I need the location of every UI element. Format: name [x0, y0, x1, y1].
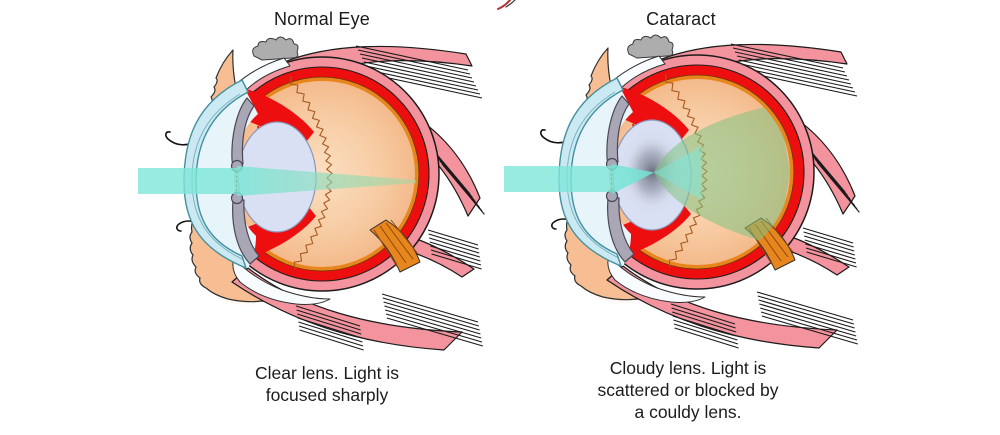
caption-line: Cloudy lens. Light is	[609, 358, 767, 378]
caption-line: Clear lens. Light is	[255, 363, 399, 383]
light-beam-normal	[138, 166, 416, 196]
cataract-eye-figure	[504, 35, 859, 348]
caption-line: focused sharply	[265, 385, 389, 405]
scattered-light-cone	[654, 104, 790, 246]
cataract-caption: Cloudy lens. Light is scattered or block…	[573, 357, 803, 423]
lens-cloud	[619, 128, 685, 216]
caption-line: scattered or blocked by	[597, 380, 779, 400]
caption-line: a couldy lens.	[634, 402, 742, 422]
light-beam-cataract	[504, 104, 790, 246]
normal-eye-caption: Clear lens. Light is focused sharply	[212, 362, 442, 406]
cataract-title: Cataract	[646, 9, 716, 29]
crop-artifact	[497, 0, 516, 10]
focused-beam	[237, 166, 416, 196]
normal-eye-title: Normal Eye	[273, 9, 371, 29]
normal-eye-figure	[138, 37, 484, 350]
